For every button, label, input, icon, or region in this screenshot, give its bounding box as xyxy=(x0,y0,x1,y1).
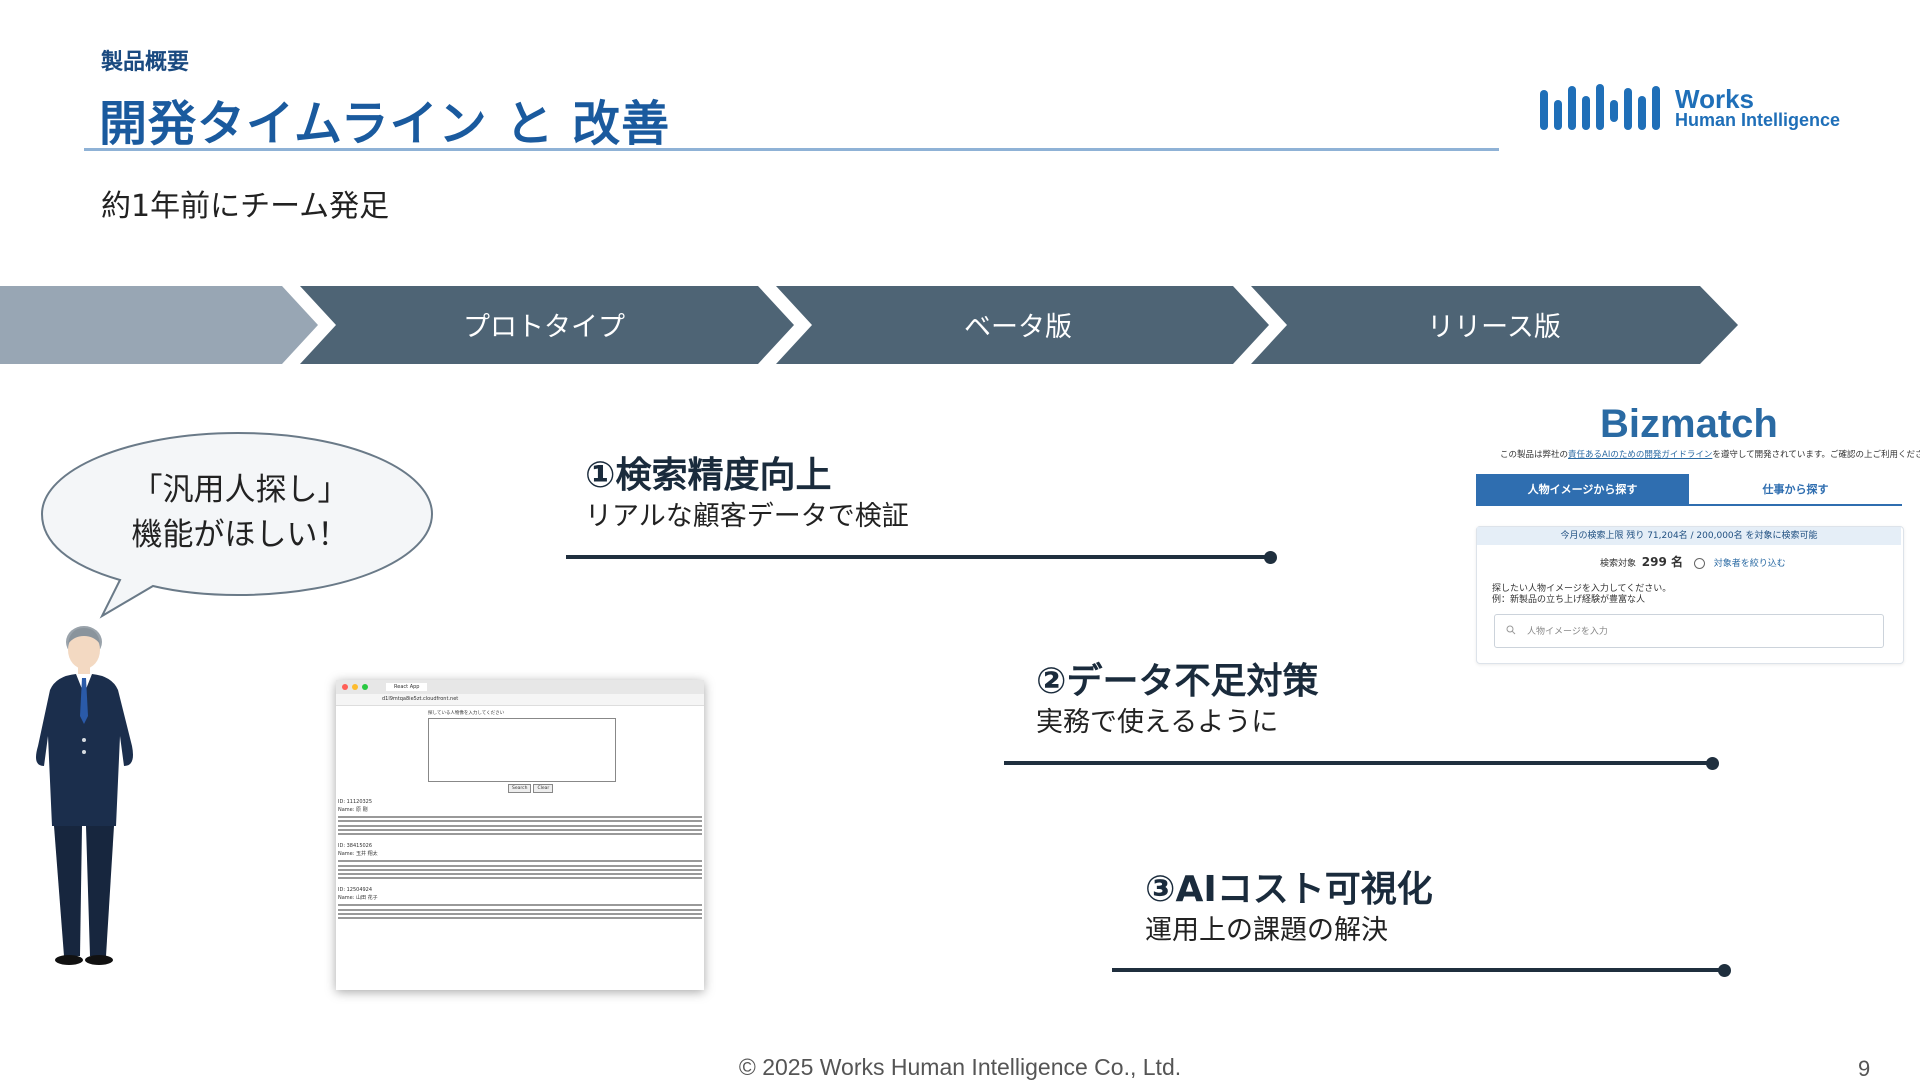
prototype-search-button: Search xyxy=(508,783,532,793)
tab-person-image-search[interactable]: 人物イメージから探す xyxy=(1476,474,1689,506)
browser-url: d1l9mtqa8ie5zt.cloudfront.net xyxy=(336,694,704,706)
prototype-clear-button: Clear xyxy=(533,783,554,793)
works-logo-icon xyxy=(1540,84,1660,130)
phase-label-beta: ベータ版 xyxy=(964,312,1072,343)
step-2-line xyxy=(1004,761,1712,765)
step-3-line xyxy=(1112,968,1724,972)
step-1-dot xyxy=(1264,551,1277,564)
search-instruction: 探したい人物イメージを入力してください。 例：新製品の立ち上げ経験が豊富な人 xyxy=(1492,584,1672,605)
prototype-prompt: 探している人物像を入力してください xyxy=(428,711,505,716)
footer-copyright: © 2025 Works Human Intelligence Co., Ltd… xyxy=(738,1054,1182,1080)
page-title: 開発タイムライン と 改善 xyxy=(99,96,671,152)
step-3-title: ③AIコスト可視化 xyxy=(1145,869,1433,910)
bizmatch-guideline-note: この製品は弊社の責任あるAIのための開発ガイドラインを遵守して開発されています。… xyxy=(1500,450,1920,460)
minimize-dot-icon xyxy=(352,684,358,690)
browser-titlebar: React App xyxy=(336,680,704,694)
step-2-title: ②データ不足対策 xyxy=(1036,661,1319,702)
maximize-dot-icon xyxy=(362,684,368,690)
search-target-count: 検索対象 299 名 対象者を絞り込む xyxy=(1600,555,1786,569)
prototype-screenshot: React App d1l9mtqa8ie5zt.cloudfront.net … xyxy=(336,680,704,990)
help-icon[interactable] xyxy=(1693,558,1705,569)
step-1-desc: リアルな顧客データで検証 xyxy=(585,501,909,532)
step-1-title: ①検索精度向上 xyxy=(585,455,832,496)
bizmatch-search-card xyxy=(1476,526,1904,664)
speech-bubble-text: 「汎用人探し」 機能がほしい！ xyxy=(131,472,349,553)
step-3-dot xyxy=(1718,964,1731,977)
logo-text-works: Works xyxy=(1675,84,1754,114)
person-image-search-input[interactable]: 人物イメージを入力 xyxy=(1494,614,1884,648)
prototype-textarea xyxy=(428,717,616,782)
section-label: 製品概要 xyxy=(101,50,190,75)
prototype-record-id: ID: 12504924 xyxy=(338,887,373,894)
close-dot-icon xyxy=(342,684,348,690)
step-2-dot xyxy=(1706,757,1719,770)
step-1-line xyxy=(566,555,1272,559)
phase-label-prototype: プロトタイプ xyxy=(463,312,625,343)
prototype-record-name: Name: 原 剛 xyxy=(338,806,368,813)
timeline-phase-release xyxy=(1251,286,1738,364)
step-3-desc: 運用上の課題の解決 xyxy=(1145,915,1388,946)
page-number: 9 xyxy=(1858,1056,1871,1081)
speech-bubble xyxy=(40,431,434,619)
timeline-past-segment xyxy=(0,286,318,364)
search-quota-banner: 今月の検索上限 残り 71,204名 / 200,000名 を対象に検索可能 xyxy=(1477,527,1901,545)
bizmatch-logo: Bizmatch xyxy=(1600,402,1778,446)
tab-job-search[interactable]: 仕事から探す xyxy=(1689,474,1902,506)
phase-label-release: リリース版 xyxy=(1427,312,1561,343)
prototype-record-name: Name: 玉井 翔太 xyxy=(338,850,378,857)
search-icon xyxy=(1506,625,1516,635)
logo-text-company: Human Intelligence xyxy=(1675,110,1841,130)
timeline-chevrons xyxy=(0,286,1738,364)
subtitle: 約1年前にチーム発足 xyxy=(101,189,390,224)
timeline-phase-beta xyxy=(776,286,1269,364)
title-divider xyxy=(84,148,1499,151)
guideline-link[interactable]: 責任あるAIのための開発ガイドライン xyxy=(1568,450,1713,460)
prototype-record-name: Name: 山田 花子 xyxy=(338,894,378,901)
businessman-icon xyxy=(36,626,133,965)
prototype-record-id: ID: 11120325 xyxy=(338,799,373,805)
timeline-phase-prototype xyxy=(300,286,794,364)
step-2-desc: 実務で使えるように xyxy=(1036,707,1279,738)
browser-tab: React App xyxy=(386,683,428,691)
prototype-record-id: ID: 38415026 xyxy=(338,843,373,850)
narrow-targets-link[interactable]: 対象者を絞り込む xyxy=(1713,559,1786,569)
